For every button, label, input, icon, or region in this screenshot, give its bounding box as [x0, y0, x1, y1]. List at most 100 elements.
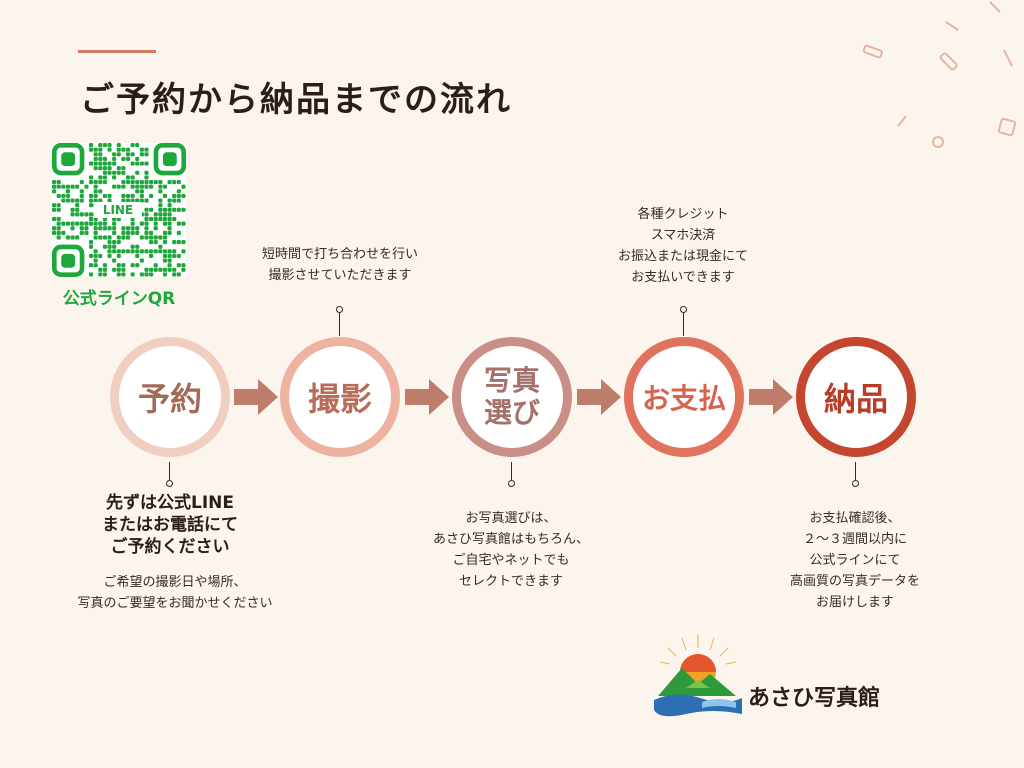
connector-line [855, 462, 856, 486]
qr-module [153, 179, 158, 185]
qr-module [98, 152, 103, 157]
qr-module [56, 221, 61, 226]
qr-module [181, 193, 186, 198]
shoot-note: 短時間で打ち合わせを行い 撮影させていただきます [261, 247, 418, 283]
qr-module [88, 253, 94, 259]
qr-module [107, 166, 112, 171]
connector-line [683, 312, 684, 336]
delivery-note: お支払確認後、 ２〜３週間以内に 公式ラインにて 高画質の写真データを お届けし… [789, 511, 920, 610]
qr-module [102, 161, 107, 166]
qr-module [144, 170, 149, 175]
qr-module [88, 203, 94, 208]
qr-module [144, 152, 149, 157]
qr-module [153, 249, 158, 254]
qr-module [144, 179, 149, 185]
qr-finder-inner [61, 253, 76, 268]
qr-module [121, 166, 126, 171]
qr-module [98, 189, 103, 194]
qr-module [162, 267, 168, 272]
qr-module [112, 152, 117, 157]
qr-module [149, 184, 154, 189]
qr-module [135, 184, 140, 189]
qr-finder-outer [52, 244, 85, 277]
qr-module [162, 258, 168, 263]
qr-module [88, 272, 94, 277]
qr-module [144, 226, 149, 231]
qr-module [107, 143, 112, 148]
qr-module [130, 230, 135, 235]
qr-module [121, 267, 126, 272]
qr-module [162, 221, 168, 226]
qr-module [144, 147, 149, 152]
qr-finder-outer [52, 143, 85, 176]
qr-module [116, 184, 121, 189]
qr-module [172, 253, 177, 259]
qr-module [88, 179, 94, 185]
qr-module [88, 240, 94, 245]
qr-module [112, 249, 117, 254]
qr-module [93, 258, 98, 263]
qr-line-badge: LINE [94, 202, 142, 218]
qr-module [79, 193, 84, 198]
qr-module [176, 198, 181, 203]
qr-module [144, 230, 149, 235]
reserve-detail: ご希望の撮影日や場所、 写真のご要望をお聞かせください [77, 575, 273, 611]
qr-module [153, 216, 158, 222]
qr-module [181, 263, 186, 268]
qr-module [153, 235, 158, 240]
title-accent-line [78, 50, 156, 53]
qr-module [149, 253, 154, 259]
qr-module [162, 249, 168, 254]
qr-module [107, 147, 112, 152]
qr-module [176, 272, 181, 277]
qr-module [98, 198, 103, 203]
qr-module [112, 240, 117, 245]
qr-module [135, 161, 140, 166]
qr-module [149, 249, 154, 254]
qr-module [135, 179, 140, 185]
qr-module [121, 235, 126, 240]
qr-module [158, 244, 163, 249]
qr-module [116, 263, 121, 268]
qr-module [56, 179, 61, 185]
qr-module [158, 216, 163, 222]
qr-module [79, 226, 84, 231]
qr-module [167, 203, 172, 208]
qr-module [139, 258, 144, 263]
qr-module [162, 193, 168, 198]
qr-module [172, 272, 177, 277]
qr-module [98, 143, 103, 148]
qr-module [102, 156, 107, 162]
qr-module [135, 226, 140, 231]
qr-module [162, 184, 168, 189]
qr-module [139, 147, 144, 152]
qr-module [93, 152, 98, 157]
qr-module [75, 221, 80, 226]
qr-module [93, 226, 98, 231]
qr-module [112, 170, 117, 175]
step-reserve: 予約 [110, 337, 230, 457]
qr-module [107, 198, 112, 203]
qr-module [79, 212, 84, 217]
qr-module [102, 143, 107, 148]
qr-module [70, 221, 75, 226]
qr-module [116, 240, 121, 245]
qr-module [107, 240, 112, 245]
qr-module [158, 179, 163, 185]
qr-module [70, 184, 75, 189]
qr-module [158, 207, 163, 212]
qr-module [56, 193, 61, 198]
connector-line [339, 312, 340, 336]
qr-module [176, 263, 181, 268]
qr-module [149, 240, 154, 245]
qr-module [167, 253, 172, 259]
qr-module [65, 184, 71, 189]
qr-module [79, 179, 84, 185]
qr-module [93, 221, 98, 226]
qr-module [88, 143, 94, 148]
qr-module [93, 253, 98, 259]
qr-module [181, 184, 186, 189]
qr-module [116, 267, 121, 272]
qr-module [56, 207, 61, 212]
qr-module [65, 193, 71, 198]
